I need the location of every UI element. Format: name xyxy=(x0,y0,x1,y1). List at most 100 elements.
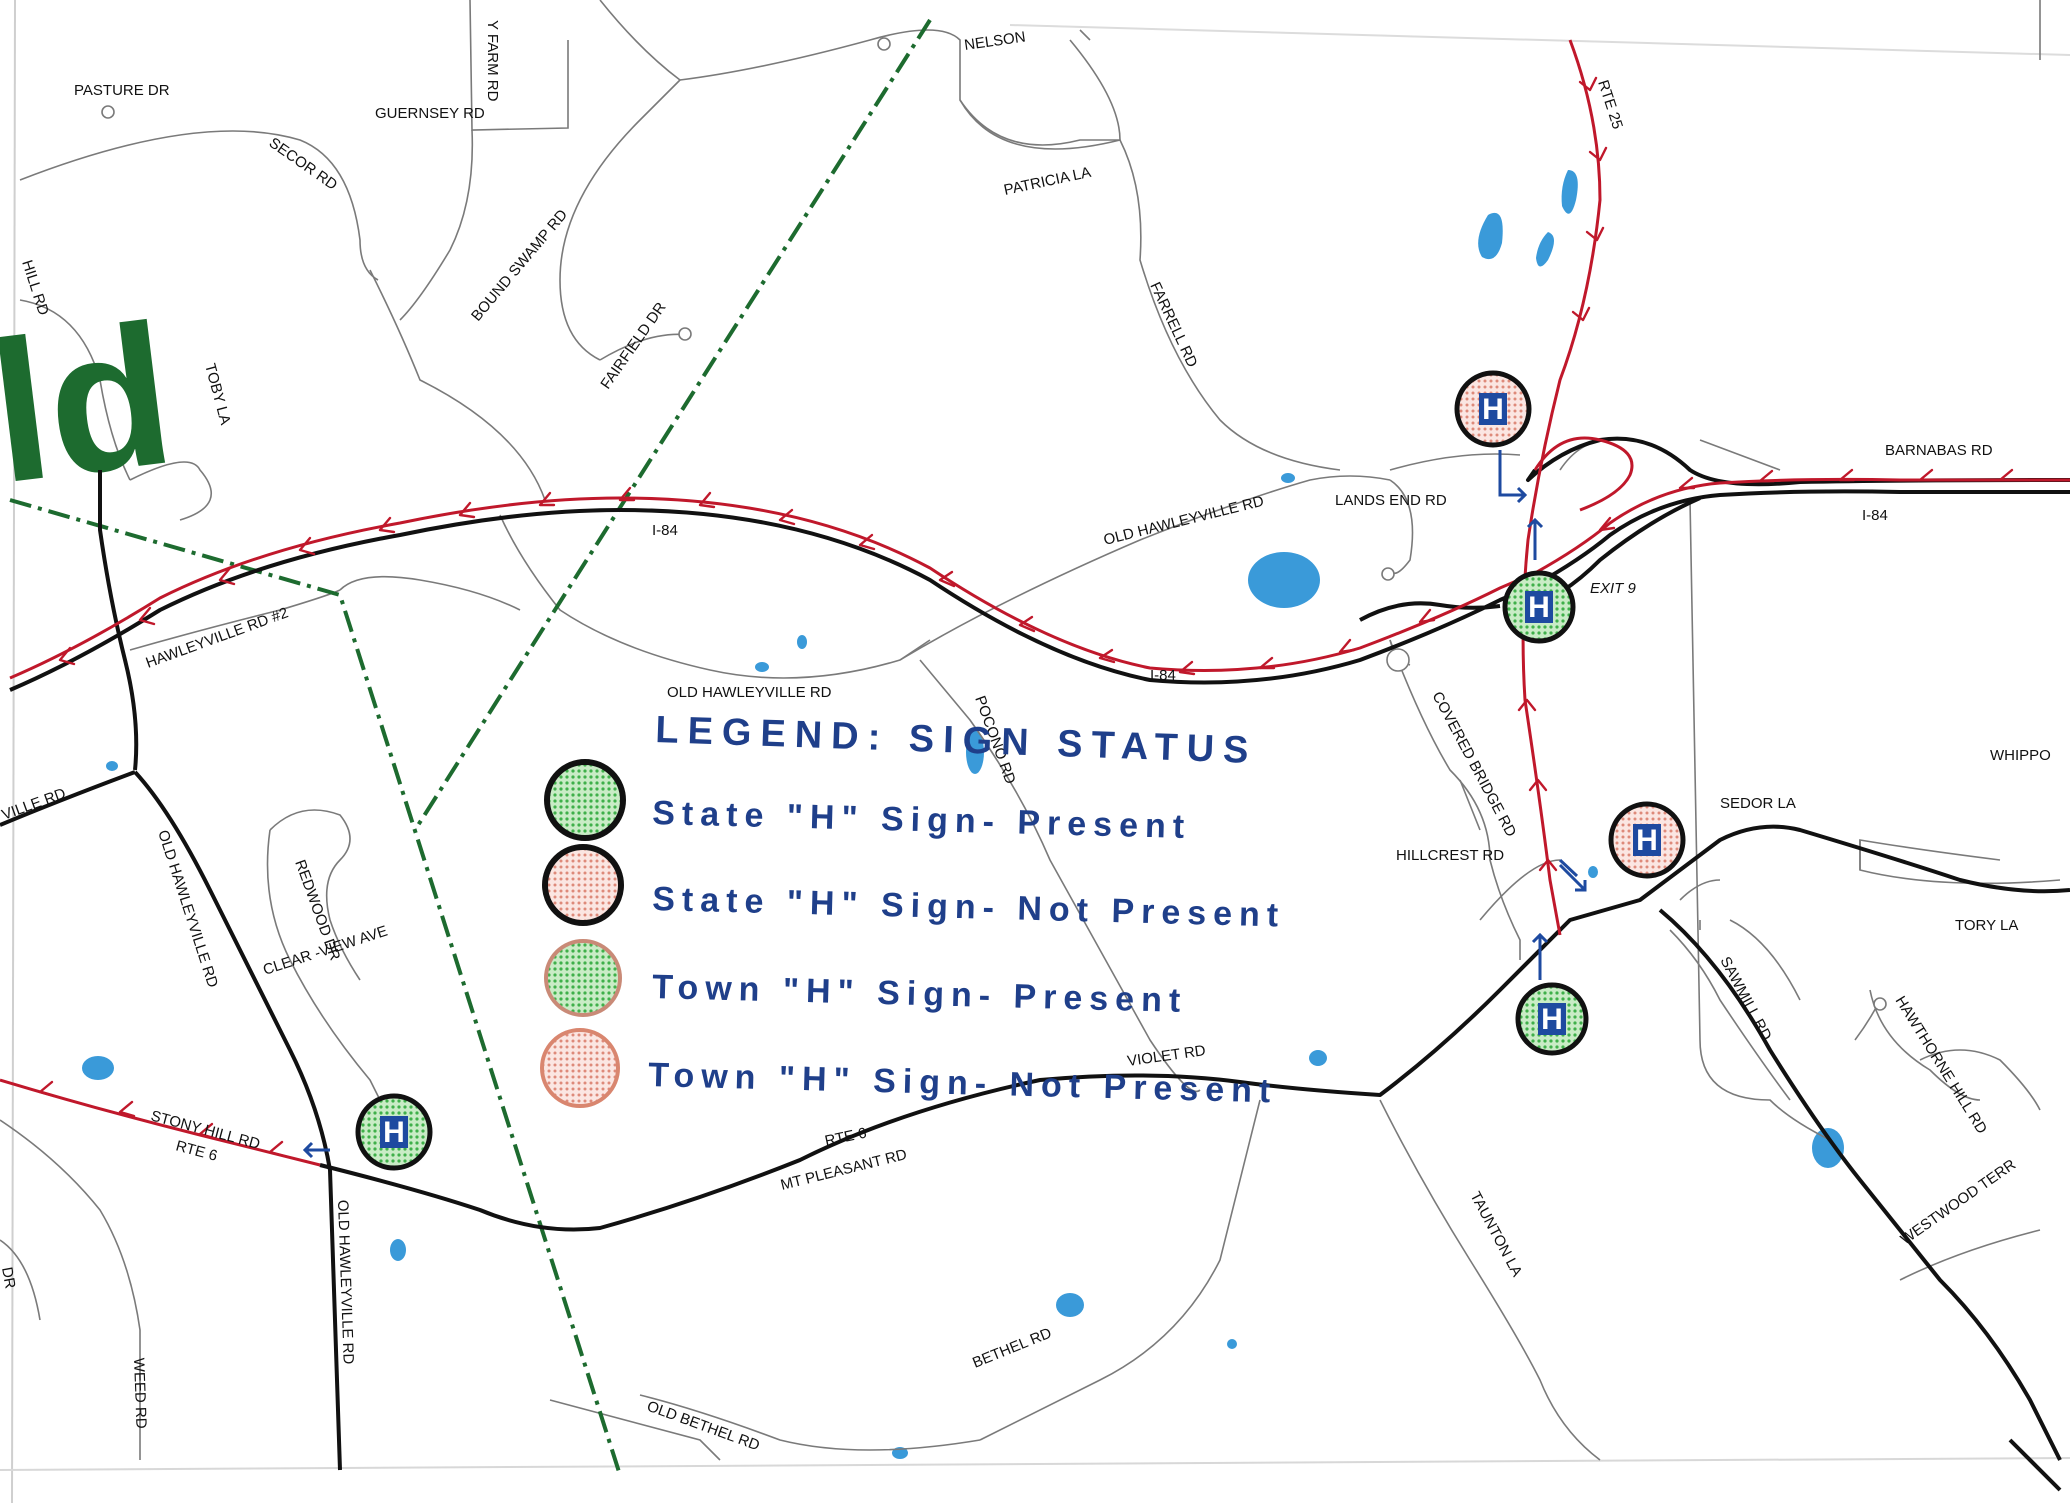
route-chevron xyxy=(138,606,156,626)
taunton-lane xyxy=(1379,1099,1601,1461)
cul-de-sac xyxy=(678,327,692,341)
h-sign-letter: H xyxy=(1541,1003,1563,1036)
route-chevron xyxy=(938,570,956,588)
road-label-old-hawleyville-bottom: OLD HAWLEYVILLE RD xyxy=(334,1200,357,1365)
road-label-i84-b: I-84 xyxy=(1150,667,1176,684)
pond xyxy=(1056,1293,1084,1317)
water-bodies xyxy=(82,170,1844,1459)
route-chevron xyxy=(1998,468,2016,482)
pond xyxy=(1248,552,1320,608)
route-chevron xyxy=(1517,698,1537,712)
cul-de-sac xyxy=(1873,997,1887,1011)
road xyxy=(1919,1049,2041,1111)
road xyxy=(1079,29,1091,41)
road xyxy=(1459,779,1481,831)
pond xyxy=(797,635,807,649)
route-chevron xyxy=(1018,615,1036,633)
route-chevron xyxy=(1585,226,1605,242)
sign-plate xyxy=(380,1116,408,1148)
road xyxy=(559,79,681,361)
legend-swatch-state-present xyxy=(544,759,626,841)
route-chevron xyxy=(198,1122,216,1140)
pond xyxy=(1812,1128,1844,1168)
old-hawleyville-road xyxy=(133,770,342,1471)
route-chevron xyxy=(268,1140,286,1158)
bound-swamp-road xyxy=(369,269,546,501)
road-label-dr-left: DR xyxy=(0,1266,19,1290)
road xyxy=(1729,919,1801,1001)
hawthorne-hill-road xyxy=(1869,989,1981,1101)
legend-swatch-state-not-present xyxy=(542,844,624,926)
pond xyxy=(1227,1339,1237,1349)
cul-de-sac xyxy=(877,37,891,51)
sign-marker-state-present-rte6-west: H xyxy=(355,1093,433,1171)
state-routes xyxy=(0,39,2070,1167)
old-hawleyville-road xyxy=(499,514,931,679)
pond xyxy=(1281,473,1295,483)
hawleyville-road xyxy=(129,589,341,651)
arrow-icon xyxy=(1498,450,1528,504)
old-hawleyville-road xyxy=(899,475,1391,661)
arrow-icon xyxy=(302,1141,330,1159)
paper-edge-bottom xyxy=(0,1457,2070,1471)
pond xyxy=(966,730,984,774)
road xyxy=(1359,601,1501,622)
road xyxy=(339,575,521,611)
arrow-icon xyxy=(1526,517,1544,560)
sign-marker-state-present-rte6-east: H xyxy=(1515,982,1589,1056)
h-sign-letter: H xyxy=(1636,824,1658,857)
sign-plate xyxy=(1525,591,1553,623)
patricia-lane xyxy=(959,99,1341,471)
route-chevron xyxy=(778,508,796,526)
major-roads xyxy=(0,436,2070,1492)
legend-swatch-town-not-present xyxy=(540,1028,620,1108)
sign-marker-state-present-exit9: H xyxy=(1502,570,1576,644)
sign-marker-state-not-present-rte25: H xyxy=(1454,370,1532,448)
route-chevron xyxy=(1678,476,1696,490)
route-chevron xyxy=(118,1100,136,1118)
route-chevron xyxy=(1528,778,1548,792)
route-25-ramp xyxy=(1533,436,1634,512)
road xyxy=(129,461,212,521)
i84-route-line xyxy=(9,477,2070,680)
redwood-drive xyxy=(266,829,381,1101)
route-chevron xyxy=(1098,648,1116,664)
route-chevron xyxy=(458,501,476,519)
arrow-icon xyxy=(1558,863,1587,892)
town-name-label: ld xyxy=(0,282,183,525)
secor-road xyxy=(19,130,379,281)
paper-edge-left xyxy=(11,0,16,1503)
sawmill-road xyxy=(1658,908,2062,1461)
road-label-guernsey: GUERNSEY RD xyxy=(375,105,485,122)
arrow-icon xyxy=(1531,932,1549,980)
pond xyxy=(390,1239,406,1261)
route-chevron xyxy=(1418,608,1436,624)
road xyxy=(1859,839,2001,870)
h-sign-letter: H xyxy=(1528,591,1550,624)
route-chevron xyxy=(538,491,556,507)
cul-de-sac xyxy=(1386,648,1410,672)
road xyxy=(2008,1438,2062,1492)
arrow-icon xyxy=(1558,858,1579,878)
road-label-farm: Y FARM RD xyxy=(484,20,501,102)
cul-de-sac xyxy=(101,105,115,119)
road-label-whippo: WHIPPO xyxy=(1990,747,2051,764)
h-sign-letter: H xyxy=(1482,393,1504,426)
pocono-road xyxy=(919,659,1201,1093)
bethel-road xyxy=(979,1099,1261,1441)
toby-lane xyxy=(19,299,131,481)
sign-plate xyxy=(1538,1003,1566,1035)
road xyxy=(599,0,681,81)
road xyxy=(1689,499,1831,1141)
weed-road xyxy=(0,1119,141,1460)
route-chevron xyxy=(1571,306,1591,322)
paper-edge-top xyxy=(1009,24,2070,56)
pond xyxy=(755,662,769,672)
farm-road xyxy=(469,0,569,131)
road-label-pasture: PASTURE DR xyxy=(74,82,170,99)
route-chevron xyxy=(618,486,636,502)
sign-plate xyxy=(1479,393,1507,425)
route-25-line xyxy=(1521,39,1602,936)
minor-roads xyxy=(0,0,2061,1461)
